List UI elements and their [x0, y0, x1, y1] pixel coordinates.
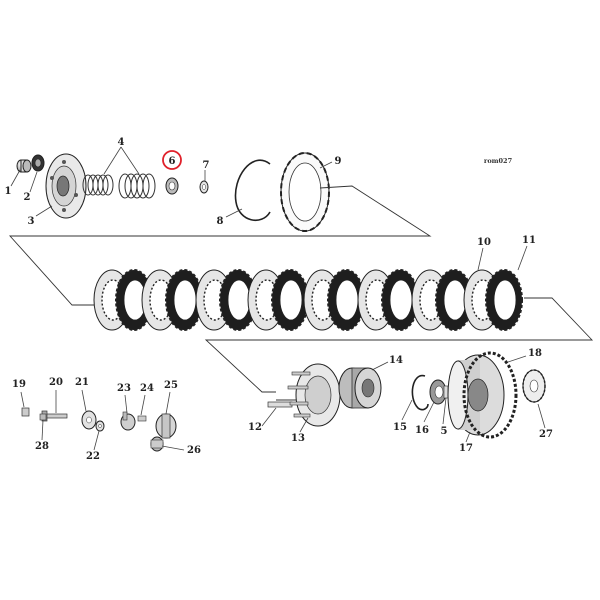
label-8: 8 — [217, 216, 224, 227]
label-16: 16 — [415, 425, 429, 436]
part-16-bearing — [429, 379, 447, 405]
clutch-plate-stack — [93, 269, 523, 331]
label-24: 24 — [140, 383, 154, 394]
label-15: 15 — [393, 422, 407, 433]
part-4-springs — [82, 173, 156, 199]
label-13: 13 — [291, 433, 305, 444]
steel-plate — [271, 269, 309, 331]
label-7: 7 — [203, 160, 210, 171]
label-14: 14 — [389, 355, 403, 366]
steel-plate — [381, 269, 419, 331]
part-24-screw — [137, 415, 147, 422]
label-2: 2 — [24, 192, 31, 203]
label-11: 11 — [522, 235, 536, 246]
part-17-clutch-shell — [447, 354, 505, 436]
part-26-fitting — [150, 436, 164, 452]
label-5: 5 — [441, 426, 448, 437]
label-3: 3 — [28, 216, 35, 227]
label-9: 9 — [335, 156, 342, 167]
steel-plate — [165, 269, 203, 331]
part-14-clutch-hub — [338, 367, 382, 409]
label-10: 10 — [477, 237, 491, 248]
part-27-spring-plate — [522, 369, 546, 403]
label-19: 19 — [12, 379, 26, 390]
label-20: 20 — [49, 377, 63, 388]
part-12-stud — [267, 401, 293, 408]
diagram-code: rom027 — [484, 157, 512, 165]
part-1-bearing — [16, 159, 32, 173]
part-28-nut — [39, 413, 47, 421]
part-22-washer — [95, 420, 105, 432]
part-8-retaining-ring — [234, 159, 271, 222]
steel-plate — [115, 269, 153, 331]
label-1: 1 — [5, 186, 12, 197]
part-18-sprocket — [462, 351, 518, 439]
highlight-circle — [162, 150, 182, 170]
part-15-snap-ring — [411, 375, 429, 411]
part-5-retainer — [443, 385, 449, 399]
label-6: 6 — [169, 156, 176, 167]
label-26: 26 — [187, 445, 201, 456]
label-23: 23 — [117, 383, 131, 394]
label-17: 17 — [459, 443, 473, 454]
callout-labels: 1 2 3 4 5 6 7 8 9 10 11 12 13 14 15 16 1… — [5, 137, 553, 462]
label-12: 12 — [248, 422, 262, 433]
part-13-hub-plate — [287, 363, 341, 427]
part-19-nut — [21, 407, 30, 417]
part-23-adjuster — [120, 411, 136, 431]
part-25-cable-fitting — [155, 413, 177, 439]
part-6-nut — [165, 177, 179, 195]
label-4: 4 — [118, 137, 125, 148]
label-25: 25 — [164, 380, 178, 391]
label-21: 21 — [75, 377, 89, 388]
label-18: 18 — [528, 348, 542, 359]
steel-plate — [485, 269, 523, 331]
label-27: 27 — [539, 429, 553, 440]
part-3-pressure-plate — [45, 153, 87, 219]
part-9-diaphragm-spring — [280, 152, 330, 232]
part-7-washer — [199, 180, 209, 194]
part-2-seal — [31, 154, 45, 172]
label-22: 22 — [86, 451, 100, 462]
label-28: 28 — [35, 441, 49, 452]
part-21-washer — [81, 410, 97, 430]
leader-lines — [10, 146, 546, 451]
